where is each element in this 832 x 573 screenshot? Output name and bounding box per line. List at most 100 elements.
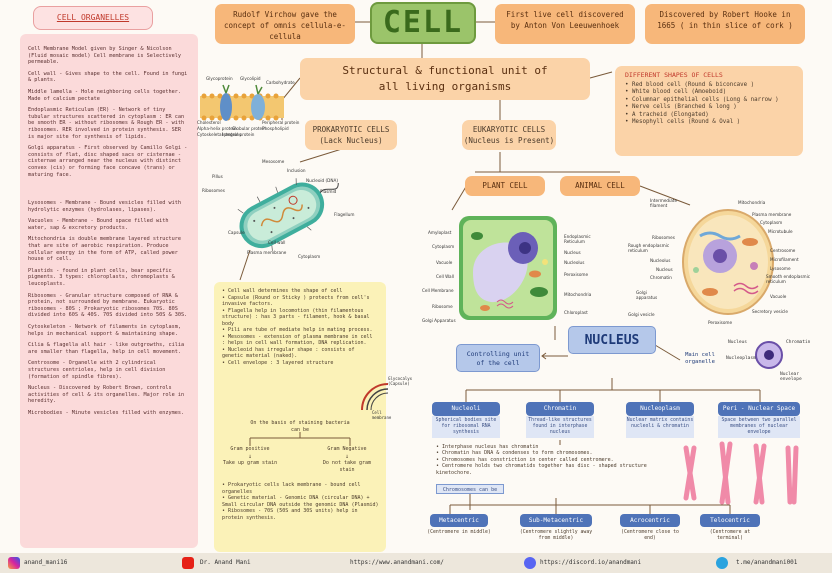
arrow-to-shapes	[589, 71, 613, 79]
animal-label: Nucleus	[656, 267, 673, 272]
bacteria-label: Pillus	[212, 174, 223, 179]
animal-label: Golgi apparatus	[636, 290, 658, 300]
controlling-unit-box: Controlling unit of the cell	[456, 344, 540, 372]
main-organelle-note: Main cell organelle	[685, 352, 715, 365]
nucleolus	[519, 242, 531, 254]
discord-icon[interactable]	[524, 557, 536, 569]
animal-cell-diagram	[682, 209, 774, 315]
virchow-box: Rudolf Virchow gave the concept of omnis…	[215, 4, 355, 44]
animal-label: Peroxisome	[708, 320, 733, 325]
organelle-item: Cilia & flagella all hair - like outgrow…	[28, 342, 185, 355]
plasmid	[288, 195, 298, 205]
eukaryotic-sub: (Nucleus is Present)	[463, 136, 555, 145]
mitochondria	[702, 288, 718, 296]
euk-branch	[475, 152, 620, 173]
shape-item: • Mesophyll cells (Round & Oval )	[625, 119, 741, 126]
youtube-icon[interactable]	[182, 557, 194, 569]
arrow-to-animal	[639, 185, 691, 206]
instagram-icon[interactable]	[8, 557, 20, 569]
shape-item: • White blood cell (Amoeboid)	[625, 89, 727, 96]
animal-label: Secretory vesicle	[752, 309, 788, 314]
animal-label: Rough endoplasmic reticulum	[628, 243, 670, 253]
organelle-item: Cell Membrane Model given by Singer & Ni…	[28, 46, 182, 66]
unit-box: Structural & functional unit of all livi…	[300, 58, 590, 100]
membrane-label: Phospholipid	[262, 126, 289, 131]
membrane-label: Cytoskeletal proteins	[197, 132, 242, 137]
prok-note: • Nucleoid has irregular shape : consist…	[222, 346, 355, 360]
organelle-item: Lysosomes - Membrane - Bound vesicles fi…	[28, 200, 182, 213]
gram-positive: Gram positive ↓ Take up gram stain	[222, 446, 278, 466]
chromatin-notes: • Interphase nucleus has chromatin • Chr…	[436, 444, 666, 476]
animal-label: Smooth endoplasmic reticulum	[766, 274, 811, 284]
prok-note: • Cell wall determines the shape of cell	[222, 288, 343, 294]
website-link[interactable]: https://www.anandmani.com/	[350, 559, 444, 566]
peroxisome	[542, 259, 548, 265]
animal-label: Golgi vesicle	[628, 312, 655, 317]
bacteria-label: Mesosome	[262, 159, 285, 164]
instagram-handle[interactable]: anand_mani16	[24, 559, 68, 566]
eukaryotic-title: EUKARYOTIC CELLS	[472, 125, 546, 134]
discord-link[interactable]: https://discord.io/anandmani	[540, 559, 642, 566]
telegram-icon[interactable]	[716, 557, 728, 569]
plant-label: Nucleus	[564, 250, 581, 255]
nucleus-diagram-label: Chromatin	[786, 340, 811, 345]
plant-label: Cell Wall	[436, 274, 454, 279]
animal-label: Microtubule	[768, 229, 793, 234]
plant-label: Ribosome	[432, 304, 453, 309]
chromatin-note: • Chromosomes has constriction in center…	[436, 456, 614, 463]
prok-notes2: • Prokaryotic cells lack membrane - boun…	[222, 482, 380, 521]
cytoplasm	[247, 189, 317, 241]
eukaryotic-box: EUKARYOTIC CELLS (Nucleus is Present)	[462, 120, 556, 150]
arrow-to-notes	[239, 249, 251, 281]
organelle-item: Cytoskeleton - Network of filaments in c…	[28, 324, 182, 337]
arrow-to-bacteria	[299, 147, 346, 163]
shapes-title: DIFFERENT SHAPES OF CELLS	[625, 71, 723, 79]
nucleus-diagram-label: Nucleus	[728, 340, 747, 345]
plant-cell-label: PLANT CELL	[465, 176, 545, 196]
organelle-item: Centrosome - Organelle with 2 cylindrica…	[28, 360, 166, 380]
organelle-item: Microbodies - Minute vesicles filled wit…	[28, 409, 185, 416]
plant-label: Chloroplast	[564, 310, 588, 315]
shape-item: • A tracheid (Elongated)	[625, 111, 709, 118]
prok-note: • Flagella help in locomotion (thin fila…	[222, 307, 370, 327]
plant-label: Nucleolus	[564, 260, 585, 265]
plant-cell-diagram	[459, 216, 557, 320]
prok-note: • Mesosomes - extension of plasma membra…	[222, 333, 373, 347]
peroxisome	[693, 267, 699, 273]
prokaryotic-sub: (Lack Nucleus)	[319, 136, 383, 145]
nucleolus	[713, 249, 727, 263]
plant-label: Amyloplast	[428, 230, 452, 235]
youtube-channel[interactable]: Dr. Anand Mani	[200, 559, 251, 566]
shape-item: • Nerve cells (Branched & long )	[625, 104, 737, 111]
plant-label: Golgi Apparatus	[422, 318, 456, 323]
chromosomes-can-be: Chromosomes can be	[436, 484, 504, 494]
animal-label: Nucleolus	[650, 258, 671, 263]
animal-label: Chromatin	[650, 275, 672, 280]
bacteria-label: Flagellum	[334, 212, 355, 217]
nucleoid	[260, 204, 303, 227]
telegram-link[interactable]: t.me/anandmani001	[736, 559, 798, 566]
animal-label: Plasma membrane	[752, 212, 792, 217]
plant-label: Vacuole	[436, 260, 453, 265]
nucleus-branches	[465, 378, 761, 402]
animal-label: Centrosome	[770, 248, 796, 253]
nucleus-title: NUCLEUS	[568, 326, 656, 354]
prok-note2: • Ribosomes - 70S (50S and 30S units) he…	[222, 508, 358, 521]
cell-envelope-diagram	[361, 383, 389, 411]
golgi-apparatus	[733, 282, 759, 295]
bacteria-label: Cell wall	[268, 240, 286, 245]
organelle-item: Golgi apparatus - First observed by Cami…	[28, 145, 188, 178]
bacteria-label: Plasma membrane	[247, 250, 287, 255]
organelle-item: Cell wall - Gives shape to the cell. Fou…	[28, 70, 188, 84]
membrane-label: Glycoprotein	[206, 76, 233, 81]
leeuwenhoek-box: First live cell discovered by Anton Von …	[495, 4, 635, 44]
animal-label: Ribosomes	[652, 235, 675, 240]
shape-item: • Red blood cell (Round & biconcave )	[625, 82, 755, 88]
membrane-label: Globular protein	[232, 126, 266, 131]
gram-negative: Gram Negative ↓ Do not take gram stain	[322, 446, 372, 473]
shape-item: • Columnar epithelial cells (Long & narr…	[625, 96, 779, 103]
chromatin-note: • Centromere holds two chromatids togeth…	[436, 463, 647, 476]
cell-organelles-title: CELL ORGANELLES	[33, 6, 153, 30]
bacteria-label: Plasmid	[320, 189, 337, 194]
